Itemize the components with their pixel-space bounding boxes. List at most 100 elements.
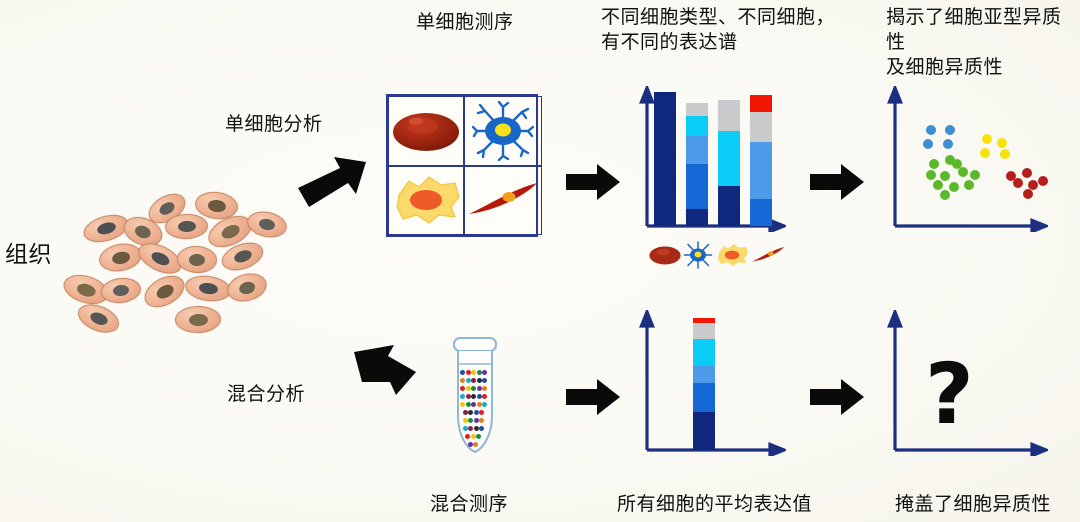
- bar-segment-blue: [693, 382, 715, 412]
- tube-dot: [462, 410, 468, 415]
- tissue-cell-nucleus: [112, 284, 130, 297]
- tissue-cell: [96, 240, 145, 275]
- tube-dot: [476, 402, 482, 407]
- scatter-point-blue-cluster: [943, 138, 954, 149]
- scatter-point-red-cluster: [1012, 178, 1023, 189]
- arrow-to-single-cell-analysis: [298, 157, 366, 207]
- tube-dot: [471, 402, 477, 407]
- tube-dot: [470, 434, 476, 439]
- tube-dot: [460, 378, 465, 383]
- tube-dot: [482, 370, 488, 375]
- tube-dot: [479, 426, 485, 431]
- bar-segment-blue: [750, 199, 772, 226]
- scatter-point-yellow-cluster: [981, 133, 992, 144]
- bar-epithelial-cell: [718, 100, 740, 226]
- tube-dot: [479, 410, 485, 415]
- scatter-point-red-cluster: [1021, 168, 1032, 179]
- bar-bulk-average: [693, 318, 715, 450]
- arrow-to-question: [810, 379, 864, 415]
- tube-dot: [476, 434, 482, 439]
- tissue-cell-nucleus: [238, 279, 257, 296]
- tube-dot: [471, 378, 477, 383]
- scatter-point-red-cluster: [1023, 188, 1034, 199]
- cell-type-panel: [386, 94, 542, 237]
- tissue-cell-nucleus: [189, 313, 208, 326]
- cell-type-muscle: [464, 165, 542, 235]
- tissue-cell-nucleus: [232, 248, 253, 265]
- scatter-point-red-cluster: [1005, 170, 1016, 181]
- tube-dot: [462, 426, 468, 431]
- tube-dot: [482, 402, 488, 407]
- tube-dot: [465, 434, 471, 439]
- cluster-scatter-axes: [887, 86, 1048, 232]
- tube-dot: [473, 418, 479, 423]
- bar-segment-light_blue: [693, 365, 715, 383]
- bar-segment-navy: [693, 411, 715, 450]
- bar-segment-red: [693, 318, 715, 324]
- scatter-point-green-cluster: [949, 182, 960, 193]
- tube-dot: [471, 394, 477, 399]
- tube-dot: [465, 402, 471, 407]
- tissue-cell-nucleus: [88, 310, 109, 327]
- tube-dot: [476, 394, 482, 399]
- cell-type-erythrocyte: [388, 96, 464, 166]
- scatter-point-yellow-cluster: [980, 147, 991, 158]
- cell-subtype-clusters: [896, 94, 1049, 222]
- bar-segment-cyan: [718, 130, 740, 186]
- label-bulk-sequencing: 混合测序: [430, 493, 509, 515]
- tube-dot: [467, 442, 473, 447]
- tube-dot: [473, 426, 479, 431]
- scatter-point-yellow-cluster: [996, 137, 1007, 148]
- cell-type-epithelial: [388, 165, 464, 235]
- tube-dot: [468, 418, 474, 423]
- tube-dot: [479, 418, 485, 423]
- scatter-point-green-cluster: [958, 166, 969, 177]
- tube-dot: [465, 370, 471, 375]
- scatter-point-red-cluster: [1038, 175, 1049, 186]
- scatter-point-green-cluster: [925, 169, 936, 180]
- tube-dot: [476, 370, 482, 375]
- tissue-cell-nucleus: [207, 198, 227, 213]
- tissue-cell: [139, 269, 190, 314]
- tissue-cell-nucleus: [178, 220, 196, 233]
- question-mark-icon: ?: [925, 345, 974, 443]
- arrow-to-cluster-scatter: [810, 164, 864, 200]
- bar-segment-blue: [686, 164, 708, 209]
- bar-dendritic-cell: [686, 102, 708, 226]
- tissue-cell-nucleus: [189, 253, 206, 266]
- tissue-cell: [164, 213, 209, 240]
- tissue-cell-nucleus: [219, 221, 242, 241]
- arrow-to-average-bar: [566, 379, 620, 415]
- scatter-point-green-cluster: [940, 170, 951, 181]
- tube-dot: [471, 370, 477, 375]
- tissue-cell: [244, 208, 290, 241]
- tube-dot: [465, 378, 471, 383]
- tissue-cell: [224, 269, 270, 306]
- bar-muscle-cell: [750, 94, 772, 226]
- bulk-sample-tube: [444, 336, 506, 456]
- scatter-point-green-cluster: [944, 155, 955, 166]
- scatter-point-green-cluster: [964, 179, 975, 190]
- scatter-point-green-cluster: [970, 169, 980, 180]
- cell-type-dendritic: [464, 96, 542, 166]
- epithelial-cell-icon-mini: [718, 243, 748, 267]
- dendritic-cell-icon: [472, 100, 534, 161]
- masked-heterogeneity-axes: [887, 310, 1048, 456]
- tissue-cell-nucleus: [149, 249, 172, 268]
- tissue-cell: [174, 305, 222, 334]
- tissue-cell-nucleus: [133, 223, 153, 241]
- scatter-point-blue-cluster: [922, 138, 933, 149]
- average-bar-axes: [639, 310, 786, 456]
- label-average-expression: 所有细胞的平均表达值: [617, 493, 813, 515]
- label-single-cell-sequencing: 单细胞测序: [416, 11, 514, 33]
- tissue-cell-nucleus: [157, 199, 177, 218]
- tube-dot: [482, 378, 488, 383]
- bar-chart-cell-legend: [648, 240, 788, 270]
- tube-dot: [473, 442, 479, 447]
- tube-dot: [468, 426, 474, 431]
- dendritic-cell-icon-mini: [683, 241, 713, 269]
- tissue-cell-nucleus: [198, 281, 219, 296]
- average-expression-stacked-bar: [693, 318, 715, 450]
- arrow-to-bulk-analysis: [354, 345, 416, 395]
